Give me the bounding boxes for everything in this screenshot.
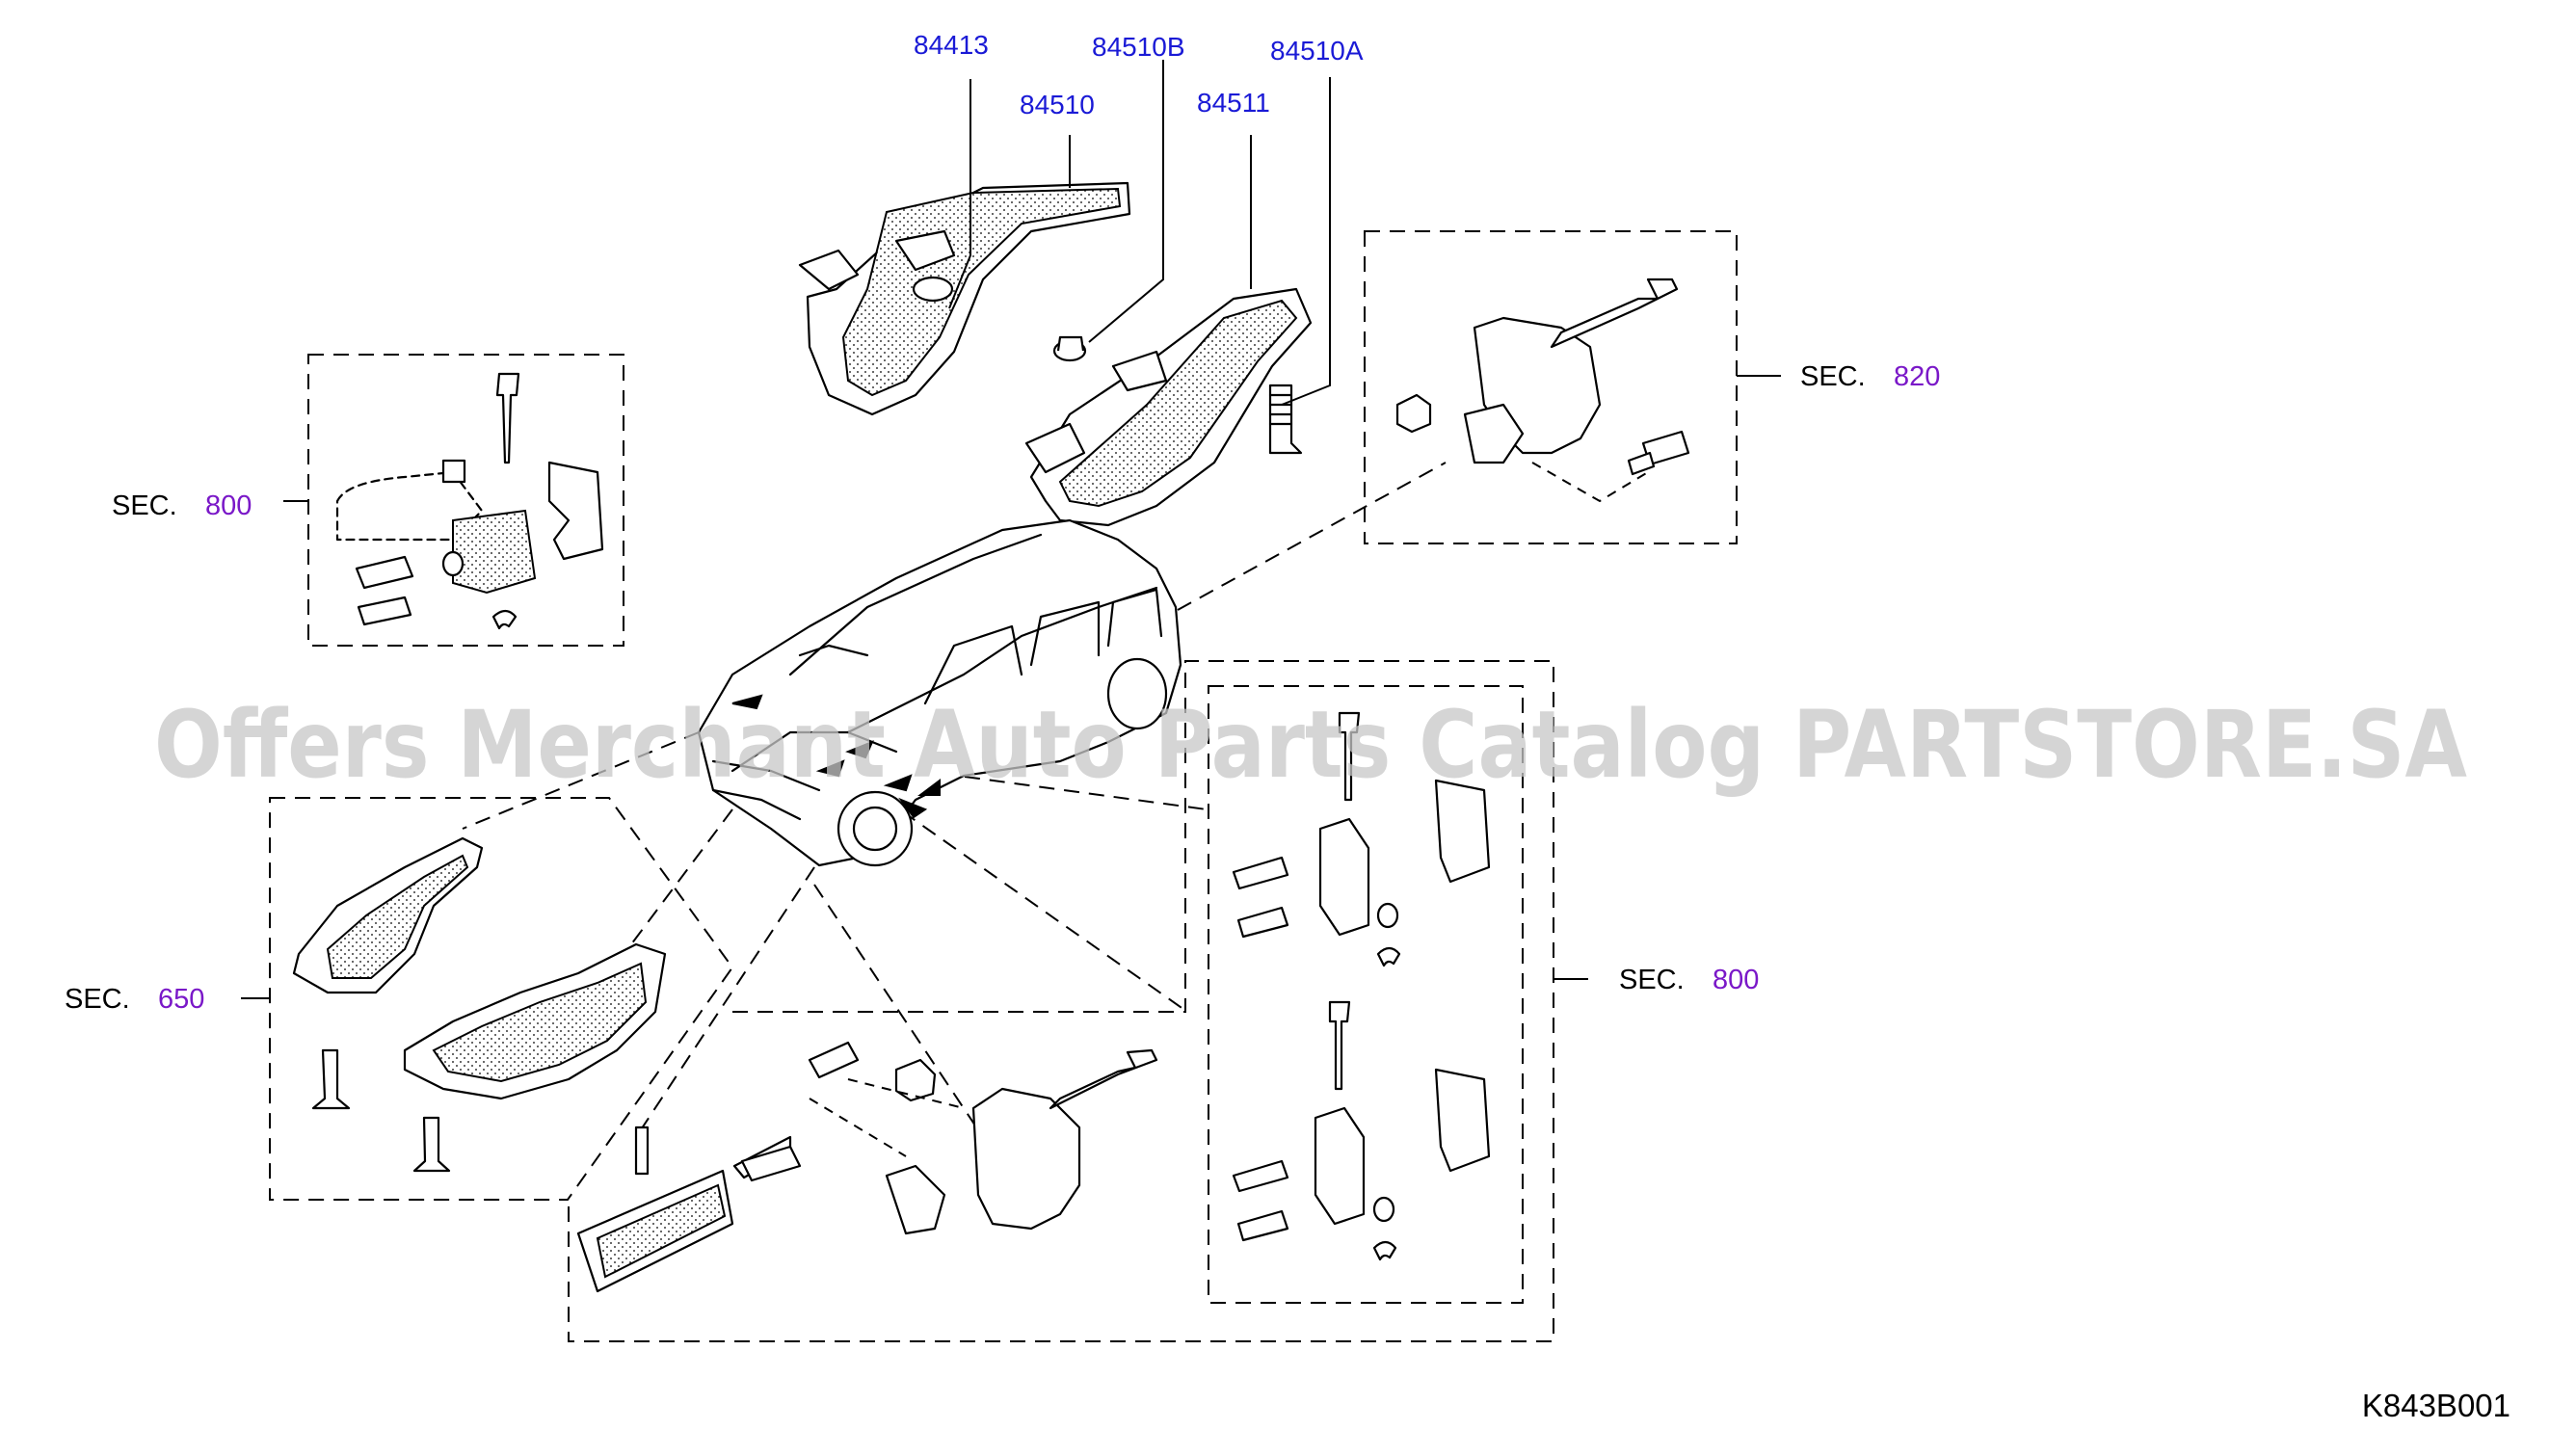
box-sec800-right (1208, 685, 1524, 1304)
part-label-84510B[interactable]: 84510B (1092, 32, 1185, 62)
hinge-bracket-84510 (798, 181, 1131, 416)
sec820-word: SEC. (1800, 361, 1866, 392)
sec800-left-word: SEC. (112, 490, 177, 521)
sec800-right-word: SEC. (1619, 965, 1685, 995)
diagram-code: K843B001 (2362, 1388, 2510, 1423)
part-label-84511[interactable]: 84511 (1197, 88, 1270, 118)
hood-hinge-650 (292, 836, 667, 1173)
sec820-number[interactable]: 820 (1894, 361, 1940, 392)
part-label-84510[interactable]: 84510 (1020, 90, 1095, 119)
sec800-left-number[interactable]: 800 (205, 490, 252, 521)
car-hinge-arrows (731, 694, 941, 819)
sec800-right-number[interactable]: 800 (1713, 965, 1759, 995)
hinge-small-parts-upper (1052, 335, 1303, 455)
box-lower-assembly (568, 660, 1554, 1342)
door-hinge-lower-right (1232, 1000, 1491, 1261)
door-check-lower (576, 1041, 1158, 1293)
car-leader-lines (462, 462, 1447, 1167)
sec650-word: SEC. (65, 984, 130, 1015)
door-check-left (335, 372, 604, 630)
door-check-820 (1395, 278, 1690, 503)
sec650-number[interactable]: 650 (158, 984, 204, 1015)
box-sec820 (1364, 230, 1738, 544)
car-body (697, 518, 1182, 867)
part-leaders (948, 60, 1331, 406)
part-label-84510A[interactable]: 84510A (1270, 36, 1364, 66)
door-hinge-upper-right (1232, 711, 1491, 967)
box-sec650 (269, 797, 734, 1201)
hinge-bracket-84511 (1024, 287, 1313, 527)
watermark: Offers Merchant Auto Parts Catalog PARTS… (154, 691, 2467, 799)
part-label-84413[interactable]: 84413 (914, 30, 989, 60)
